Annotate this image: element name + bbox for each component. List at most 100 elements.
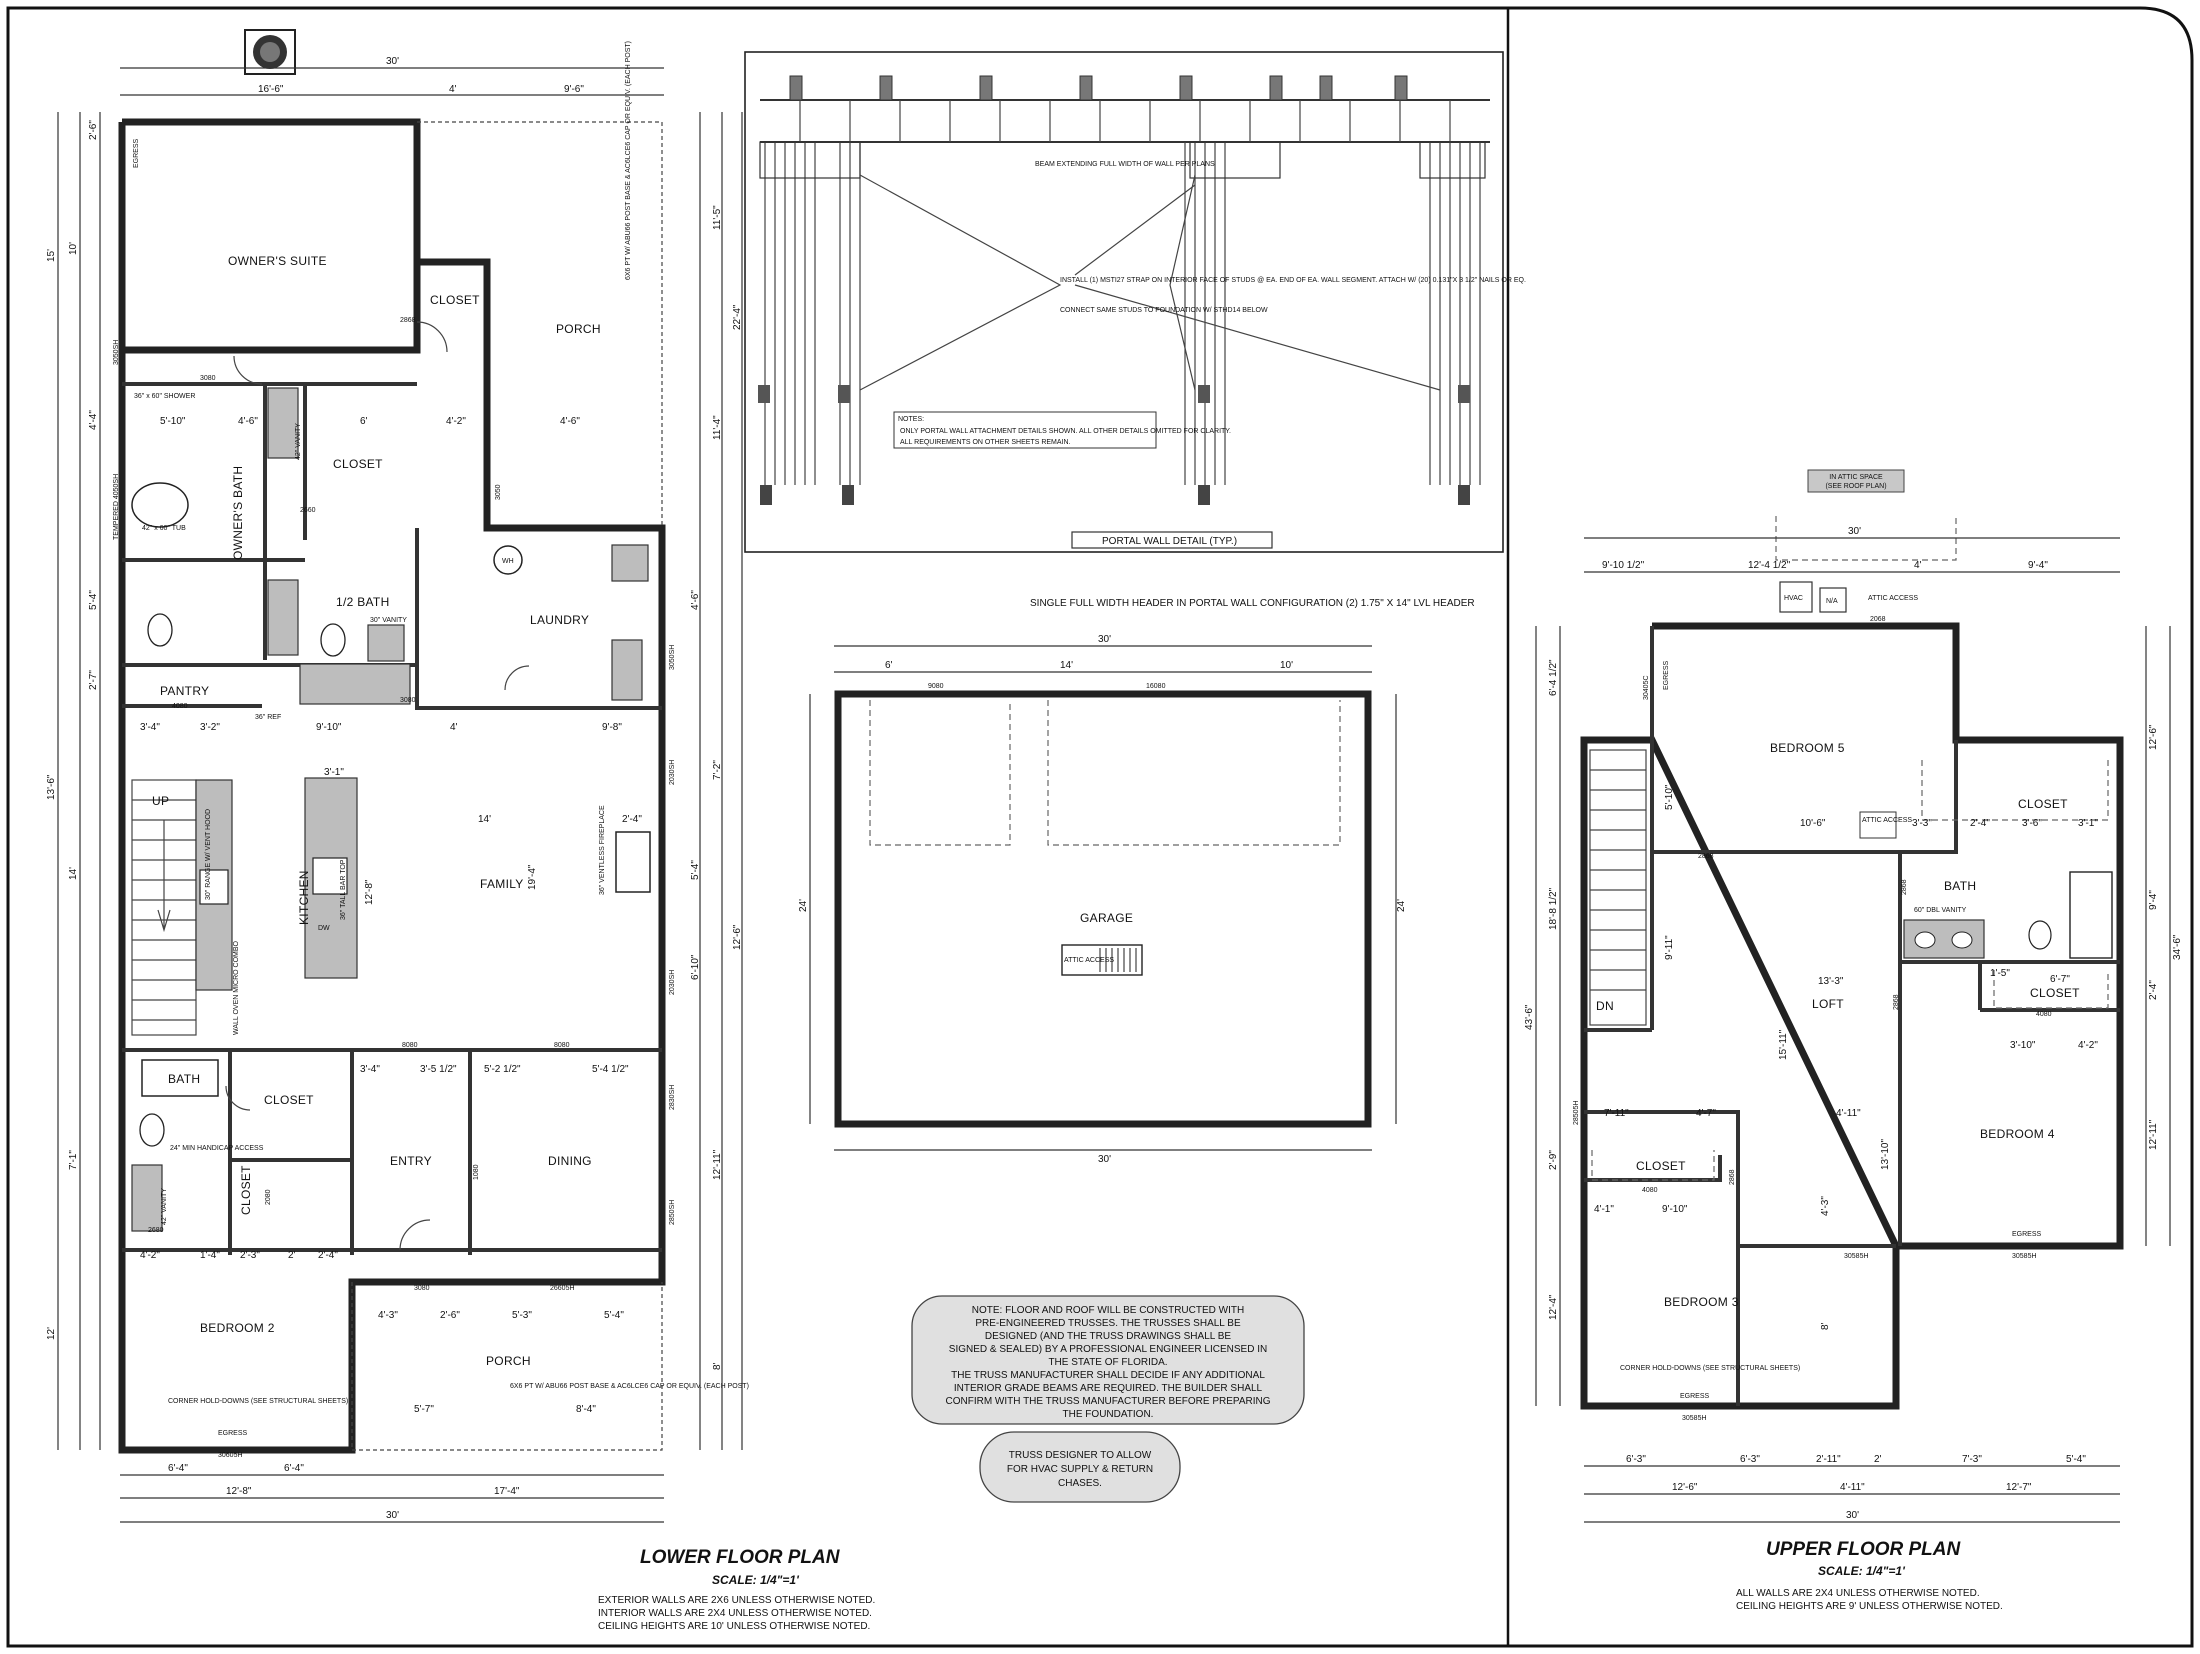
upper-dim: 4'-11"	[1836, 1108, 1861, 1119]
upper-dim-right: 12'-6"	[2148, 724, 2159, 750]
upper-door-tag: 4080	[2036, 1011, 2052, 1018]
room-closet: CLOSET	[264, 1093, 314, 1107]
dim-overall-width: 30'	[386, 56, 399, 67]
door-tag: 1080	[473, 1164, 480, 1180]
dim-right: 8'	[712, 1362, 723, 1370]
upper-door-tag: 2868	[1901, 879, 1908, 895]
toilet-icon	[147, 613, 173, 647]
dim-inner: 19'-4"	[527, 864, 538, 890]
window-tag: 3050SH	[113, 340, 120, 365]
dim-inner: 2'-4"	[318, 1250, 338, 1261]
door-tag: 4080	[172, 703, 188, 710]
lower-plan-scale: SCALE: 1/4"=1'	[712, 1573, 800, 1587]
window-tag: 2830SH	[669, 1085, 676, 1110]
upper-dim: 13'-10"	[1880, 1139, 1891, 1170]
toilet-icon	[139, 1113, 165, 1147]
dim-left: 12'	[46, 1327, 57, 1340]
upper-dim-right: 2'-4"	[2148, 980, 2159, 1000]
hvac-note-line: TRUSS DESIGNER TO ALLOW	[1009, 1450, 1152, 1461]
upper-dim: 15'-11"	[1778, 1029, 1789, 1060]
ref-note: 36" REF	[255, 714, 281, 721]
upper-plan-note-1: ALL WALLS ARE 2X4 UNLESS OTHERWISE NOTED…	[1736, 1588, 1980, 1599]
garage-attic-label: ATTIC ACCESS	[1064, 957, 1114, 964]
closet-outline	[1921, 760, 2109, 821]
dim-top-c: 9'-6"	[564, 84, 584, 95]
dim-inner: 3'-5 1/2"	[420, 1064, 457, 1075]
upper-dim-right: 34'-6"	[2172, 934, 2183, 960]
wall	[122, 384, 307, 660]
upper-toilet-icon	[2028, 920, 2052, 950]
upper-dim-bottom: 4'-11"	[1840, 1482, 1865, 1493]
attic-tag-line: (SEE ROOF PLAN)	[1825, 483, 1886, 490]
dim-inner: 8'-4"	[576, 1404, 596, 1415]
upper-dim: 9'-4"	[2028, 560, 2048, 571]
dim-bottom: 17'-4"	[494, 1486, 520, 1497]
na-unit	[1819, 587, 1847, 613]
hvac-unit	[1779, 581, 1813, 613]
garage-attic-hatch	[1061, 944, 1143, 976]
tub-icon	[141, 1059, 219, 1097]
attic-tag	[1807, 469, 1905, 493]
dim-inner: 4'-6"	[238, 416, 258, 427]
dim-left: 13'-6"	[46, 774, 57, 800]
front-porch-outline	[351, 1282, 663, 1451]
lower-plan-note-1: EXTERIOR WALLS ARE 2X6 UNLESS OTHERWISE …	[598, 1595, 875, 1606]
upper-window-tag: 30585H	[1682, 1415, 1707, 1422]
upper-door-tag: 2868	[1893, 994, 1900, 1010]
egress-label: EGRESS	[133, 138, 140, 168]
door-tag: 3080	[414, 1285, 430, 1292]
dim-inner: 4'-2"	[446, 416, 466, 427]
post-note-front: 6X6 PT W/ ABU66 POST BASE & AC6LCE6 CAP …	[510, 1383, 749, 1390]
dim-right: 6'-10"	[690, 954, 701, 980]
upper-floor-plan: IN ATTIC SPACE (SEE ROOF PLAN) 30' 9'-10…	[1524, 469, 2183, 1612]
laundry-walls	[417, 258, 666, 706]
water-heater-label: WH	[502, 558, 514, 565]
dim-right: 11'-4"	[712, 415, 723, 440]
dim-right: 12'-6"	[732, 924, 743, 950]
dim-bottom: 6'-4"	[284, 1463, 304, 1474]
garage-header-note: SINGLE FULL WIDTH HEADER IN PORTAL WALL …	[1030, 598, 1475, 609]
upper-dim-left: 2'-9"	[1548, 1150, 1559, 1170]
room-bath: BATH	[168, 1072, 200, 1086]
portal-caption: PORTAL WALL DETAIL (TYP.)	[1102, 536, 1237, 547]
toilet-icon	[320, 623, 346, 657]
upper-door-tag: 2868	[1729, 1169, 1736, 1185]
room-closet: CLOSET	[430, 293, 480, 307]
upper-dim-bottom: 7'-3"	[1962, 1454, 1982, 1465]
upper-tub-icon	[2069, 871, 2113, 959]
hvac-note-line: FOR HVAC SUPPLY & RETURN	[1007, 1464, 1153, 1475]
upper-dim: 5'-10"	[1664, 784, 1675, 810]
door-swing	[504, 665, 530, 691]
upper-dim: 4'-2"	[2078, 1040, 2098, 1051]
room-half-bath: 1/2 BATH	[336, 595, 390, 609]
stair-up-label: UP	[152, 794, 169, 808]
upper-egress: EGRESS	[2012, 1231, 2042, 1238]
dim-inner: 3'-4"	[360, 1064, 380, 1075]
dim-right: 11'-5"	[712, 205, 723, 230]
dim-left: 7'-1"	[68, 1150, 79, 1170]
dim-inner: 4'	[450, 722, 458, 733]
na-label: N/A	[1826, 598, 1838, 605]
dim-left: 4'-4"	[88, 410, 99, 430]
dim-top-b: 4'	[449, 84, 457, 95]
upper-dim: 3'-1"	[2078, 818, 2098, 829]
hvac-note-box: TRUSS DESIGNER TO ALLOW FOR HVAC SUPPLY …	[979, 1431, 1181, 1503]
attic-access-label: ATTIC ACCESS	[1868, 595, 1918, 602]
room-porch-front: PORCH	[486, 1354, 531, 1368]
dim-right: 7'-2"	[712, 760, 723, 780]
upper-interior-walls	[1584, 852, 2120, 1032]
portal-note-1: ONLY PORTAL WALL ATTACHMENT DETAILS SHOW…	[900, 428, 1231, 435]
upper-door-tag: 4080	[1642, 1187, 1658, 1194]
upper-dim-bottom: 30'	[1846, 1510, 1859, 1521]
wall	[122, 1158, 352, 1252]
upper-dim-right: 12'-11"	[2148, 1119, 2159, 1150]
room-dining: DINING	[548, 1154, 592, 1168]
note-line: DESIGNED (AND THE TRUSS DRAWINGS SHALL B…	[985, 1331, 1231, 1342]
garage-dim-b: 14'	[1060, 660, 1073, 671]
upper-corner-hold: CORNER HOLD-DOWNS (SEE STRUCTURAL SHEETS…	[1620, 1365, 1800, 1372]
note-line: THE TRUSS MANUFACTURER SHALL DECIDE IF A…	[951, 1370, 1265, 1381]
sheet-border	[6, 6, 2194, 1648]
door-tag: 2680	[148, 1227, 164, 1234]
garage-door-tag: 16080	[1146, 683, 1166, 690]
lower-plan-note-2: INTERIOR WALLS ARE 2X4 UNLESS OTHERWISE …	[598, 1608, 872, 1619]
